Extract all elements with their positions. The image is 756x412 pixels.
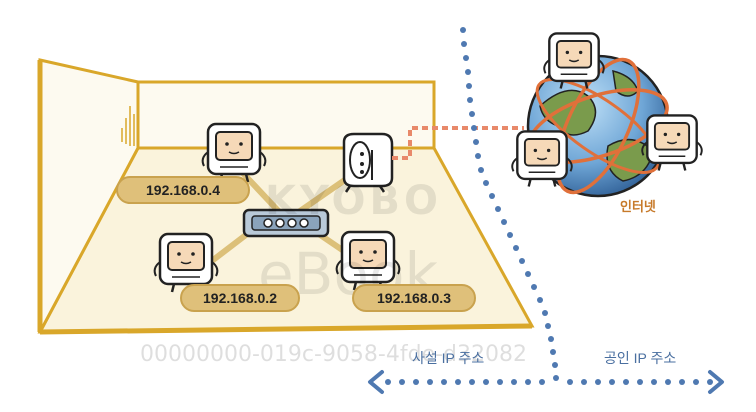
ip-label-pc-4: 192.168.0.4 — [116, 176, 250, 204]
range-arrow — [385, 379, 713, 385]
computer-icon-globe-left — [511, 130, 573, 188]
computer-icon-globe-top — [543, 32, 605, 90]
arrowhead-left — [368, 370, 384, 394]
arrowhead-right — [708, 370, 724, 394]
private-ip-label: 사설 IP 주소 — [412, 350, 485, 366]
wall-marks — [121, 106, 139, 146]
network-switch-icon — [242, 208, 330, 238]
computer-icon-top-left — [201, 122, 267, 184]
watermark-brand: KYOBO — [265, 178, 443, 224]
computer-icon-globe-right — [641, 114, 703, 172]
router-icon — [342, 132, 394, 193]
public-ip-label: 공인 IP 주소 — [604, 350, 677, 366]
internet-label: 인터넷 — [620, 199, 656, 214]
boundary-dotted-line — [460, 27, 559, 381]
watermark-id: 00000000-019c-9058-4fde-d32082 — [140, 342, 527, 367]
internet-link — [392, 126, 524, 160]
ip-label-pc-2: 192.168.0.2 — [180, 284, 300, 312]
ip-label-pc-3: 192.168.0.3 — [352, 284, 476, 312]
